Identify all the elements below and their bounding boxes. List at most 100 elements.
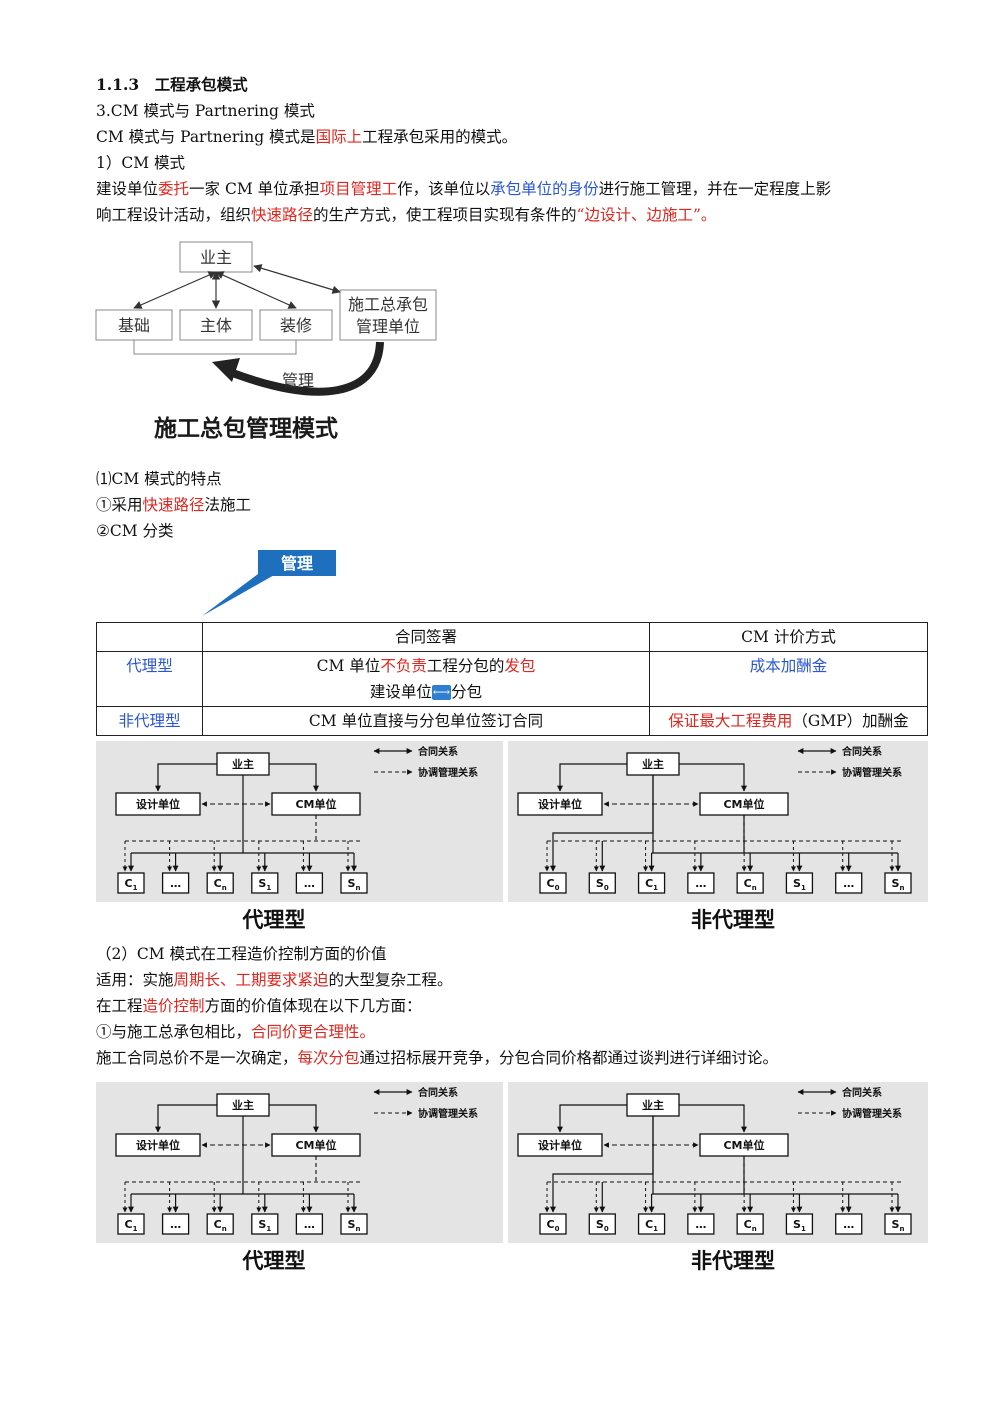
- subcontractor-label: …: [695, 877, 706, 890]
- subcontractor-box: [539, 872, 567, 894]
- text: ①与施工总承包相比，: [96, 1023, 252, 1041]
- text: 响工程设计活动，组织: [96, 206, 252, 224]
- manage-callout: 管理: [202, 550, 336, 616]
- text: 方面的价值体现在以下几方面：: [204, 997, 422, 1015]
- subcontractor-label: …: [170, 877, 181, 890]
- contract-line: [155, 763, 217, 792]
- main-structure-label: 主体: [200, 316, 232, 335]
- text: 建设单位: [96, 180, 159, 198]
- text: 的生产方式，使工程项目实现有条件的: [313, 206, 577, 224]
- subcontractor-label: …: [304, 1218, 315, 1231]
- cm-classification-table: 合同签署 CM 计价方式 代理型 CM 单位不负责工程分包的发包 建设单位⟷分包…: [96, 622, 928, 736]
- subcontractor-box: [206, 1213, 234, 1235]
- text: 在工程: [96, 997, 143, 1015]
- contract-line: [557, 1104, 627, 1133]
- subcontractor-box: [295, 872, 324, 894]
- feature-2: ②CM 分类: [96, 522, 174, 540]
- value-title: （2）CM 模式在工程造价控制方面的价值: [96, 945, 387, 963]
- owner-label: 业主: [232, 757, 254, 771]
- contract-line: [269, 1104, 319, 1133]
- decoration-box: [259, 309, 333, 341]
- subcontractor-box: [251, 1213, 279, 1235]
- highlight: “边设计、边施工”。: [576, 206, 717, 224]
- subcontractor-label: …: [843, 877, 854, 890]
- subcontractor-box: [340, 872, 368, 894]
- highlight: 项目管理工: [319, 180, 398, 198]
- callout-box: [258, 550, 336, 576]
- owner-direct-line: [552, 1116, 654, 1182]
- legend-contract-label: 合同关系: [417, 1086, 458, 1099]
- owner-label: 业主: [200, 248, 232, 267]
- diagram-title: 施工总包管理模式: [154, 415, 338, 442]
- gc-label-2: 管理单位: [356, 317, 420, 336]
- legend-coord-label: 协调管理关系: [418, 1107, 478, 1120]
- highlight: 合同价更合理性。: [251, 1023, 376, 1041]
- subcontractor-box: [637, 872, 666, 894]
- highlight: 造价控制: [142, 997, 205, 1015]
- contract-line: [679, 1104, 747, 1133]
- subcontractor-box: [736, 1213, 764, 1235]
- cm-label: CM单位: [723, 1138, 764, 1152]
- double-arrow-icon: ⟷: [431, 685, 452, 700]
- sign-cell: CM 单位不负责工程分包的发包 建设单位⟷分包: [202, 651, 650, 707]
- legend-coord-label: 协调管理关系: [418, 766, 478, 779]
- caption-nonagent-2: 非代理型: [691, 1249, 775, 1273]
- price-cell: 保证最大工程费用（GMP）加酬金: [649, 706, 928, 736]
- manage-label: 管理: [282, 371, 314, 390]
- header-cell: 合同签署: [202, 622, 650, 652]
- cm-label: CM单位: [295, 1138, 336, 1152]
- feature-1: ①采用快速路径法施工: [96, 492, 251, 518]
- header-cell: [96, 622, 203, 652]
- caption-agent-2: 代理型: [242, 1249, 306, 1273]
- text: 建设单位: [369, 683, 432, 701]
- subcontractor-box: [785, 872, 814, 894]
- owner-label: 业主: [232, 1098, 254, 1112]
- subcontractor-box: [588, 872, 616, 894]
- subcontractor-box: [295, 1213, 324, 1235]
- highlight: 每次分包: [297, 1049, 360, 1067]
- subcontractor-label: …: [695, 1218, 706, 1231]
- cm-desc-line2: 响工程设计活动，组织快速路径的生产方式，使工程项目实现有条件的“边设计、边施工”…: [96, 202, 716, 228]
- section-heading: 1.1.3 工程承包模式: [96, 75, 248, 94]
- owner-box: [179, 241, 253, 273]
- cm-desc-line1: 建设单位委托一家 CM 单位承担项目管理工作，该单位以承包单位的身份进行施工管理…: [96, 176, 831, 202]
- text: 一家 CM 单位承担: [189, 180, 320, 198]
- design-box: [517, 1133, 603, 1157]
- callout-label: 管理: [281, 554, 313, 573]
- contract-line: [155, 1104, 217, 1133]
- text: （GMP）加酬金: [792, 712, 909, 730]
- subcontractor-box: [884, 1213, 912, 1235]
- text: 分包: [451, 683, 483, 701]
- foundation-box: [95, 309, 173, 341]
- foundation-label: 基础: [118, 316, 150, 335]
- gc-management-diagram: 业主 基础 主体 装修 施工总承包 管理单位 管理 施工总包管理模式: [95, 241, 437, 442]
- highlight: 周期长、工期要求紧迫: [173, 971, 329, 989]
- type-cell: 非代理型: [96, 706, 203, 736]
- header-cell: CM 计价方式: [649, 622, 928, 652]
- legend-contract-label: 合同关系: [841, 745, 882, 758]
- table-row: 非代理型 CM 单位直接与分包单位签订合同 保证最大工程费用（GMP）加酬金: [96, 706, 928, 736]
- text: 的大型复杂工程。: [328, 971, 453, 989]
- text: 通过招标展开竞争，分包合同价格都通过谈判进行详细讨论。: [359, 1049, 779, 1067]
- contract-line: [679, 763, 747, 792]
- subcontractor-box: [588, 1213, 616, 1235]
- feature-title: ⑴CM 模式的特点: [96, 470, 222, 488]
- subcontractor-box: [785, 1213, 814, 1235]
- legend-coord-label: 协调管理关系: [842, 1107, 902, 1120]
- caption-nonagent-1: 非代理型: [691, 908, 775, 932]
- highlight-blue: 承包单位的身份: [490, 180, 599, 198]
- subcontractor-box: [251, 872, 279, 894]
- text: 法施工: [204, 496, 252, 514]
- subcontractor-box: [884, 872, 912, 894]
- subcontractor-box: [161, 1213, 190, 1235]
- cm-label: CM单位: [295, 797, 336, 811]
- subcontractor-label: …: [170, 1218, 181, 1231]
- decoration-label: 装修: [280, 316, 312, 335]
- highlight: 快速路径: [251, 206, 314, 224]
- legend-contract-label: 合同关系: [417, 745, 458, 758]
- subcontractor-box: [637, 1213, 666, 1235]
